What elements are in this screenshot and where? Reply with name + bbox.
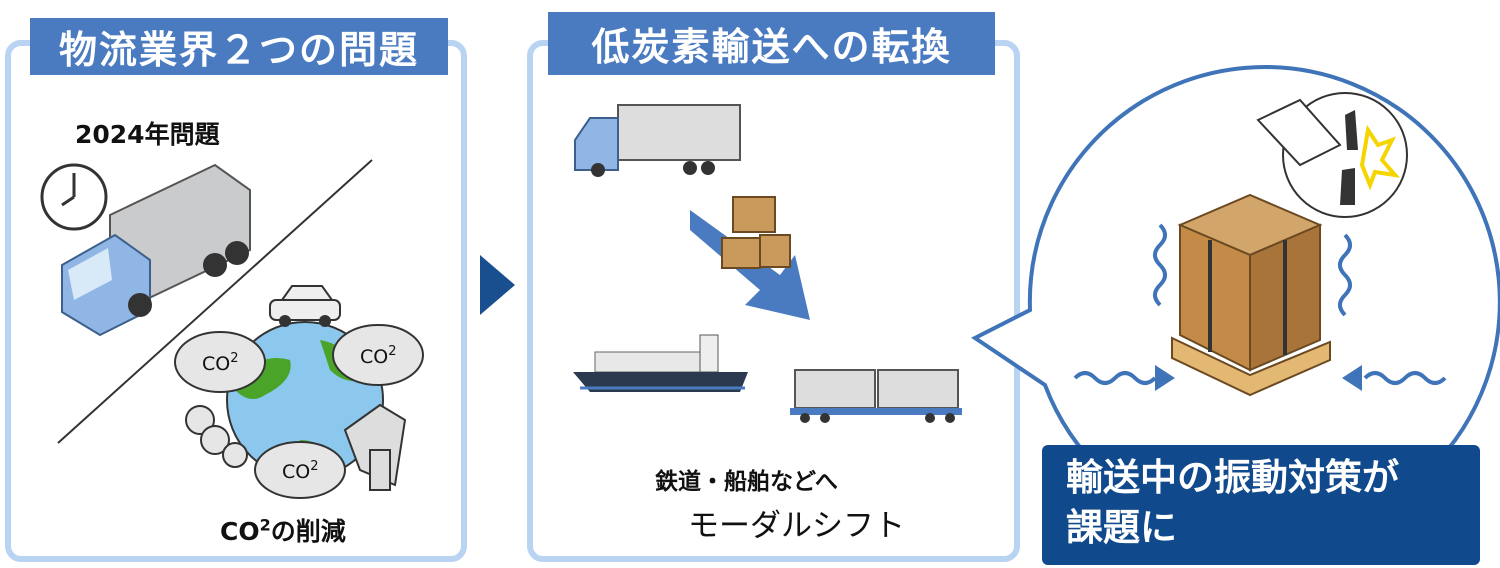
boxes-icon <box>721 196 791 269</box>
force-arrow-icon <box>1342 365 1362 391</box>
factory-icon <box>343 403 407 491</box>
callout-line-2: 課題に <box>1066 506 1177 549</box>
force-arrow-icon <box>1155 365 1175 391</box>
issue-co2-reduction: CO2の削減 <box>220 512 346 548</box>
ship-icon <box>573 334 748 392</box>
left-panel-title: 物流業界２つの問題 <box>30 18 448 75</box>
vibration-wave-icon <box>1073 223 1447 385</box>
car-icon <box>269 285 341 327</box>
clock-icon <box>40 163 108 231</box>
co2-cloud: CO2 <box>174 331 266 393</box>
next-arrow-icon <box>480 255 515 315</box>
damage-thought-icon <box>1256 92 1408 218</box>
smoke-icon <box>185 405 248 468</box>
divider-line <box>57 159 373 444</box>
truck-icon <box>574 104 741 177</box>
co2-suffix: の削減 <box>270 517 346 546</box>
co2-cloud: CO2 <box>332 324 424 386</box>
svg-text:CO2: CO2 <box>202 351 239 375</box>
svg-text:CO2: CO2 <box>282 459 319 483</box>
middle-panel-title: 低炭素輸送への転換 <box>548 12 995 75</box>
co2-prefix: CO <box>220 517 260 546</box>
freight-train-icon <box>790 369 962 423</box>
vibration-issue-callout: 輸送中の振動対策が 課題に <box>1042 445 1480 565</box>
callout-line-1: 輸送中の振動対策が <box>1066 456 1399 499</box>
truck-icon <box>61 163 251 337</box>
pallet-box-icon <box>1171 193 1331 397</box>
issue-2024: 2024年問題 <box>75 120 220 149</box>
svg-text:CO2: CO2 <box>360 344 397 368</box>
modal-shift-caption-1: 鉄道・船舶などへ <box>655 469 838 495</box>
co2-cloud: CO2 <box>254 441 346 499</box>
modal-shift-caption-2: モーダルシフト <box>688 508 905 544</box>
co2-sup: 2 <box>259 515 271 535</box>
